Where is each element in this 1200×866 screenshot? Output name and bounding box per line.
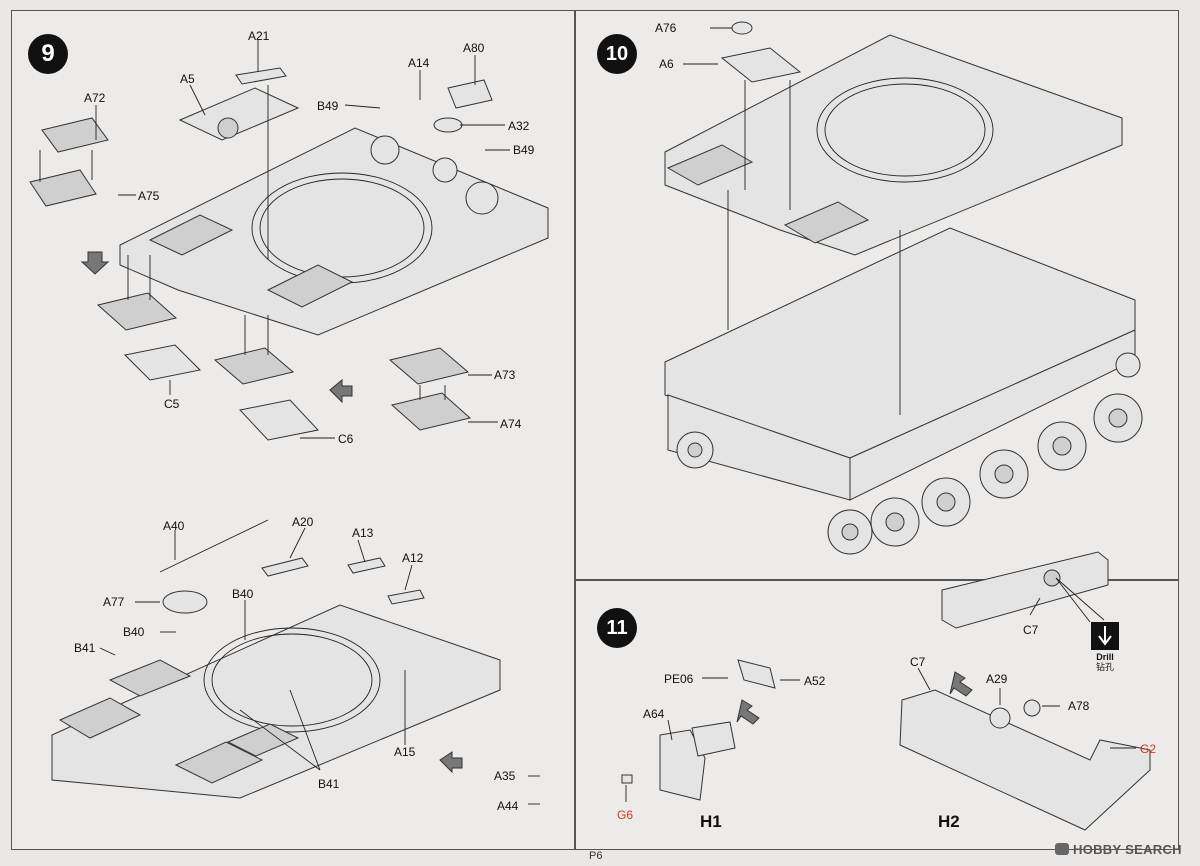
part-mid-grille-lower <box>213 347 295 385</box>
label-b49-b: B49 <box>513 143 535 157</box>
part-g6 <box>621 774 633 784</box>
label-a35: A35 <box>494 769 516 783</box>
label-a78: A78 <box>1068 699 1090 713</box>
step-11-badge: 11 <box>597 608 637 648</box>
label-c7-bottom: C7 <box>910 655 926 669</box>
label-a15: A15 <box>394 745 416 759</box>
label-pe06: PE06 <box>664 672 694 686</box>
label-a14: A14 <box>408 56 430 70</box>
step-10-hull-top <box>664 21 1123 256</box>
part-a73 <box>388 347 470 385</box>
label-a64: A64 <box>643 707 665 721</box>
part-c5 <box>123 344 202 381</box>
arrow-down-11a <box>736 699 760 725</box>
part-left-grille-lower <box>96 292 178 331</box>
part-a74 <box>390 392 472 431</box>
part-h1-bracket <box>691 721 736 757</box>
label-a5: A5 <box>180 72 195 86</box>
watermark-text: HOBBY SEARCH <box>1073 842 1182 857</box>
label-b41-a: B41 <box>74 641 96 655</box>
part-c6 <box>239 399 319 441</box>
label-g6: G6 <box>617 808 634 822</box>
part-a32 <box>433 117 463 133</box>
arrow-down-11b <box>949 671 973 697</box>
arrow-upleft-9 <box>439 751 463 774</box>
watermark-logo-icon <box>1055 843 1069 855</box>
label-a20: A20 <box>292 515 314 529</box>
arrow-left-9 <box>329 378 353 404</box>
arrow-down-9 <box>80 251 110 275</box>
step-9-badge: 9 <box>28 34 68 74</box>
label-a40: A40 <box>163 519 185 533</box>
page-number: P6 <box>589 850 603 862</box>
label-a32: A32 <box>508 119 530 133</box>
drill-callout: Drill 钻孔 <box>1088 622 1122 673</box>
part-a40 <box>159 519 269 573</box>
label-a76: A76 <box>655 21 677 35</box>
part-a75 <box>29 169 97 207</box>
drill-label-en: Drill <box>1096 652 1114 662</box>
label-a80: A80 <box>463 41 485 55</box>
label-c5: C5 <box>164 397 180 411</box>
label-b49-a: B49 <box>317 99 339 113</box>
label-a75: A75 <box>138 189 160 203</box>
part-a52 <box>737 659 776 689</box>
label-c7-top: C7 <box>1023 623 1039 637</box>
part-c7-top <box>941 551 1109 629</box>
label-b40-b: B40 <box>123 625 145 639</box>
part-a78 <box>1023 699 1041 717</box>
sub-step-h2: H2 <box>938 812 960 831</box>
label-a44: A44 <box>497 799 519 813</box>
drill-label-cn: 钻孔 <box>1095 662 1114 673</box>
part-a77 <box>162 590 208 614</box>
part-a13 <box>347 557 386 574</box>
label-a74: A74 <box>500 417 522 431</box>
sub-step-h1: H1 <box>700 812 722 831</box>
label-a12: A12 <box>402 551 424 565</box>
part-a20 <box>261 557 309 577</box>
step-10-badge: 10 <box>597 34 637 74</box>
drill-icon <box>1091 622 1119 650</box>
label-a13: A13 <box>352 526 374 540</box>
part-c7-bottom <box>899 689 1151 831</box>
label-g2: G2 <box>1140 742 1157 756</box>
label-a77: A77 <box>103 595 125 609</box>
part-a29 <box>989 707 1011 729</box>
label-a21: A21 <box>248 29 270 43</box>
part-a80 <box>447 79 493 109</box>
label-a29: A29 <box>986 672 1008 686</box>
upper-hull-plate <box>119 87 549 336</box>
label-b41-b: B41 <box>318 777 340 791</box>
lower-hull-plate <box>51 604 501 799</box>
label-a6: A6 <box>659 57 674 71</box>
part-a21 <box>235 67 287 85</box>
part-a64 <box>659 729 706 801</box>
part-a72 <box>41 117 109 153</box>
label-a73: A73 <box>494 368 516 382</box>
label-b40-a: B40 <box>232 587 254 601</box>
label-a52: A52 <box>804 674 826 688</box>
road-wheels <box>676 352 1143 555</box>
label-a72: A72 <box>84 91 106 105</box>
part-a12 <box>387 589 425 605</box>
watermark: HOBBY SEARCH <box>1055 842 1182 857</box>
label-c6: C6 <box>338 432 354 446</box>
